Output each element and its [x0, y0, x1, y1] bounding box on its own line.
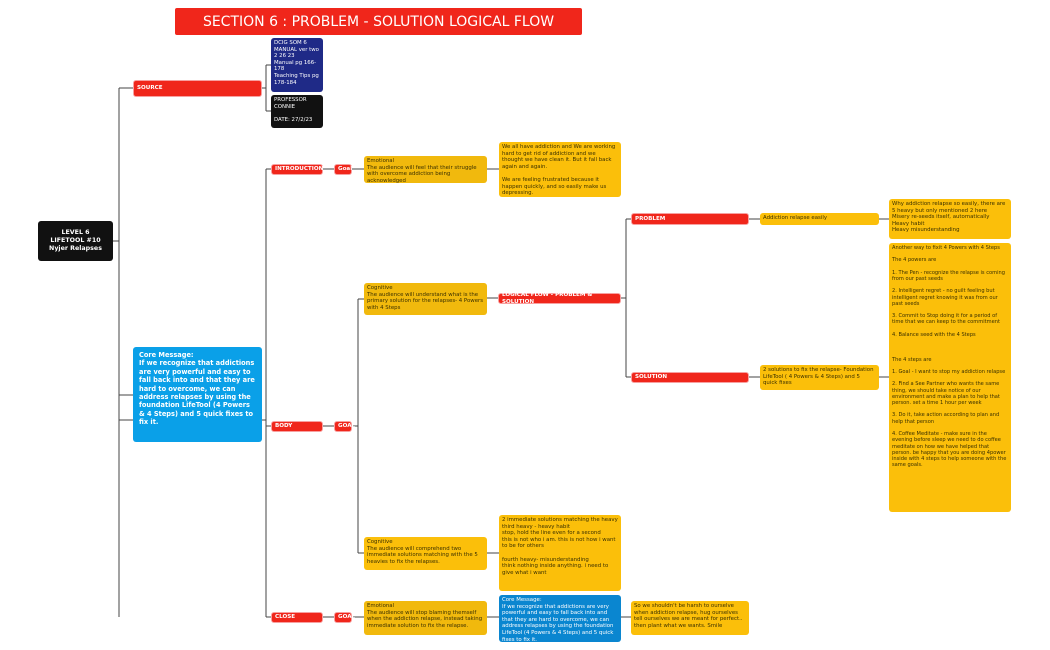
source-reference-node[interactable]: DCIG SOM 6 MANUAL ver two 2 26 23 Manual… [271, 38, 323, 92]
core-message-node[interactable]: Core Message: If we recognize that addic… [133, 347, 262, 442]
close-emotional-goal[interactable]: Emotional The audience will stop blaming… [364, 601, 487, 635]
source-node[interactable]: SOURCE [133, 80, 262, 97]
body-cognitive-goal-2[interactable]: Cognitive The audience will comprehend t… [364, 537, 487, 570]
body-goal-node[interactable]: GOAL [334, 421, 355, 432]
close-core-message[interactable]: Core Message: If we recognize that addic… [499, 595, 621, 643]
immediate-solutions-detail[interactable]: 2 immediate solutions matching the heavy… [499, 515, 621, 591]
introduction-detail[interactable]: We all have addiction and We are working… [499, 142, 621, 197]
body-cognitive-goal-1[interactable]: Cognitive The audience will understand w… [364, 283, 487, 315]
introduction-goal-node[interactable]: Goal [334, 164, 352, 175]
problem-detail[interactable]: Why addiction relapse so easily, there a… [889, 199, 1011, 239]
problem-summary[interactable]: Addiction relapse easily [760, 213, 879, 225]
solution-summary[interactable]: 2 solutions to fix the relapse- Foundati… [760, 365, 879, 390]
close-goal-node[interactable]: GOAL [334, 612, 355, 623]
close-final-message[interactable]: So we shouldn't be harsh to ourselve whe… [631, 601, 749, 635]
body-node[interactable]: BODY [271, 421, 323, 432]
close-node[interactable]: CLOSE [271, 612, 323, 623]
root-node[interactable]: LEVEL 6 LIFETOOL #10 Nyjer Relapses [38, 221, 113, 261]
introduction-node[interactable]: INTRODUCTION [271, 164, 323, 175]
introduction-emotional-goal[interactable]: Emotional The audience will feel that th… [364, 156, 487, 184]
solution-node[interactable]: SOLUTION [631, 372, 749, 383]
page-title: SECTION 6 : PROBLEM - SOLUTION LOGICAL F… [175, 8, 582, 35]
problem-node[interactable]: PROBLEM [631, 213, 749, 225]
solution-detail[interactable]: Another way to fixit 4 Powers with 4 Ste… [889, 243, 1011, 512]
logical-flow-node[interactable]: LOGICAL FLOW - PROBLEM & SOLUTION [498, 292, 621, 305]
source-author-node[interactable]: PROFESSOR CONNIE DATE: 27/2/23 [271, 95, 323, 128]
